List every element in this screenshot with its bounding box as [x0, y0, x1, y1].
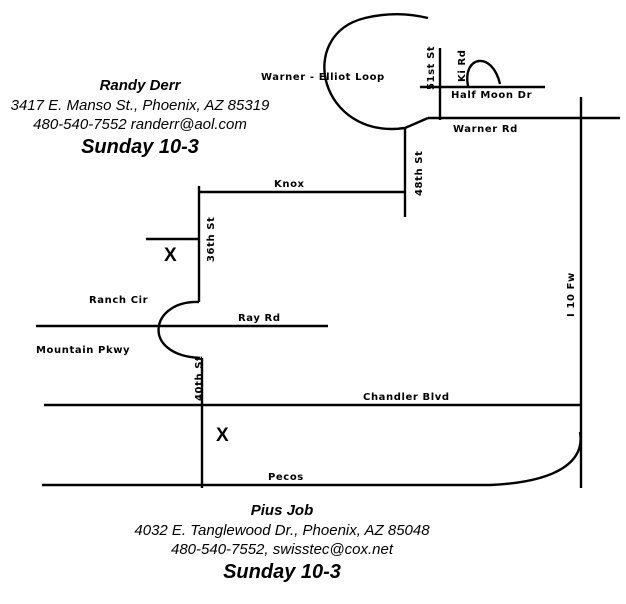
label-warner-elliot-loop: Warner - Elliot Loop	[261, 72, 385, 83]
pecos-road	[42, 431, 582, 487]
contact-hours: Sunday 10-3	[81, 136, 199, 158]
label-48th-st: 48th St	[414, 151, 425, 196]
label-ray-rd: Ray Rd	[238, 313, 281, 324]
contact-name: Randy Derr	[99, 77, 181, 94]
label-51st-st: 51st St	[426, 46, 437, 90]
contact-phone-email: 480-540-7552 randerr@aol.com	[33, 116, 247, 133]
label-chandler-blvd: Chandler Blvd	[363, 392, 450, 403]
contact-phone-email: 480-540-7552, swisstec@cox.net	[170, 541, 393, 558]
location-marker-x-1: X	[164, 245, 177, 266]
label-ki-rd: Ki Rd	[457, 49, 468, 82]
contact-address: 3417 E. Manso St., Phoenix, AZ 85319	[10, 97, 270, 114]
label-pecos: Pecos	[268, 472, 304, 483]
contact-hours: Sunday 10-3	[223, 561, 341, 583]
contact-block-1: Randy Derr 3417 E. Manso St., Phoenix, A…	[0, 77, 280, 159]
contact-address: 4032 E. Tanglewood Dr., Phoenix, AZ 8504…	[134, 522, 430, 539]
warner-elliot-loop-road	[323, 13, 429, 131]
label-ranch-cir: Ranch Cir	[89, 295, 148, 306]
ki-rd-road	[466, 59, 502, 87]
label-40th-st: 40th St	[194, 356, 205, 401]
contact-block-2: Pius Job 4032 E. Tanglewood Dr., Phoenix…	[112, 502, 452, 584]
label-mountain-pkwy: Mountain Pkwy	[36, 345, 130, 356]
label-warner-rd: Warner Rd	[453, 124, 518, 135]
ranch-cir-road	[157, 300, 201, 360]
contact-name: Pius Job	[250, 502, 314, 519]
label-36th-st: 36th St	[206, 217, 217, 262]
label-i10-fwy: I 10 Fw	[566, 272, 577, 317]
label-knox: Knox	[274, 179, 305, 190]
label-half-moon-dr: Half Moon Dr	[451, 90, 532, 101]
location-marker-x-2: X	[216, 425, 229, 446]
